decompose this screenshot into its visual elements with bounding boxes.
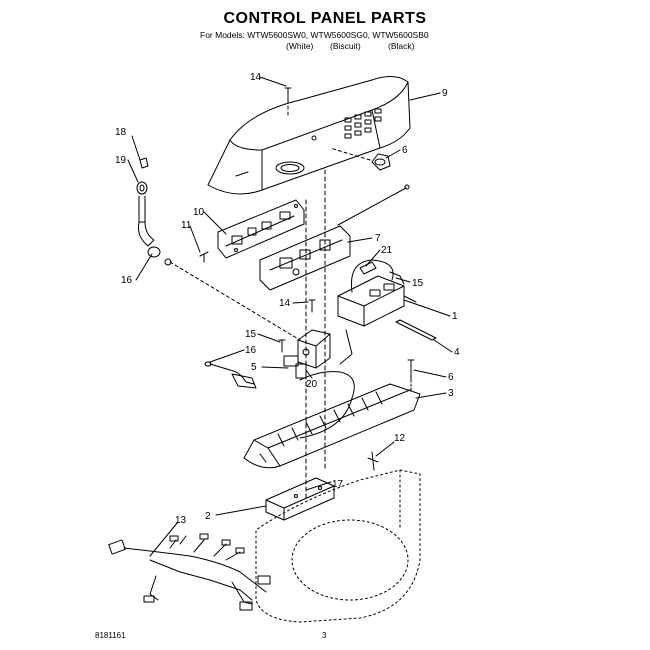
callout-13: 13 bbox=[175, 515, 187, 526]
page-number: 3 bbox=[322, 631, 327, 640]
page-title: CONTROL PANEL PARTS bbox=[223, 10, 427, 27]
callout-16-mid: 16 bbox=[245, 345, 257, 356]
knob-6 bbox=[371, 153, 391, 171]
switch-board-7 bbox=[259, 225, 351, 291]
variant-white: (White) bbox=[286, 41, 314, 51]
variant-biscuit: (Biscuit) bbox=[330, 41, 361, 51]
control-module-1 bbox=[337, 275, 405, 327]
callout-1: 1 bbox=[452, 311, 458, 322]
callout-9: 9 bbox=[442, 88, 448, 99]
control-board-10 bbox=[217, 199, 305, 259]
callout-12: 12 bbox=[394, 433, 406, 444]
callout-5: 5 bbox=[251, 362, 257, 373]
callout-17: 17 bbox=[332, 479, 344, 490]
callout-7: 7 bbox=[375, 233, 381, 244]
screw-15 bbox=[278, 339, 286, 353]
callout-4: 4 bbox=[454, 347, 460, 358]
wire-harness-13 bbox=[108, 533, 271, 611]
callout-11: 11 bbox=[181, 220, 192, 231]
callout-6-screw: 6 bbox=[448, 372, 454, 383]
callout-14-top: 14 bbox=[250, 72, 262, 83]
console-base-3 bbox=[243, 383, 421, 469]
washer-top-outline bbox=[255, 469, 421, 623]
callout-3: 3 bbox=[448, 388, 454, 399]
callout-2: 2 bbox=[205, 511, 211, 522]
bracket-4 bbox=[395, 319, 437, 341]
screw-11 bbox=[199, 251, 209, 263]
screw-12 bbox=[371, 451, 375, 471]
callout-16-left: 16 bbox=[121, 275, 133, 286]
callout-14-mid: 14 bbox=[279, 298, 291, 309]
leader-lines bbox=[127, 76, 453, 557]
mounting-plate-2 bbox=[265, 477, 335, 521]
document-number: 8181161 bbox=[95, 631, 126, 640]
callout-21: 21 bbox=[381, 245, 393, 256]
callout-20: 20 bbox=[306, 379, 318, 390]
callout-15-left: 15 bbox=[245, 329, 257, 340]
callout-10: 10 bbox=[193, 207, 205, 218]
callout-19: 19 bbox=[115, 155, 127, 166]
screw-6 bbox=[407, 359, 415, 381]
screw-14-mid bbox=[308, 299, 316, 313]
callout-numbers: 14 9 18 6 19 10 11 7 21 15 16 14 1 15 16… bbox=[115, 72, 460, 526]
callout-6-knob: 6 bbox=[402, 145, 408, 156]
variant-black: (Black) bbox=[388, 41, 415, 51]
pressure-hose bbox=[136, 157, 172, 266]
screw-14-top bbox=[284, 87, 292, 101]
callout-15-right: 15 bbox=[412, 278, 424, 289]
model-list: For Models: WTW5600SW0, WTW5600SG0, WTW5… bbox=[200, 30, 429, 40]
callout-18: 18 bbox=[115, 127, 127, 138]
switch-assembly-20 bbox=[283, 329, 353, 379]
console-housing bbox=[207, 76, 411, 195]
